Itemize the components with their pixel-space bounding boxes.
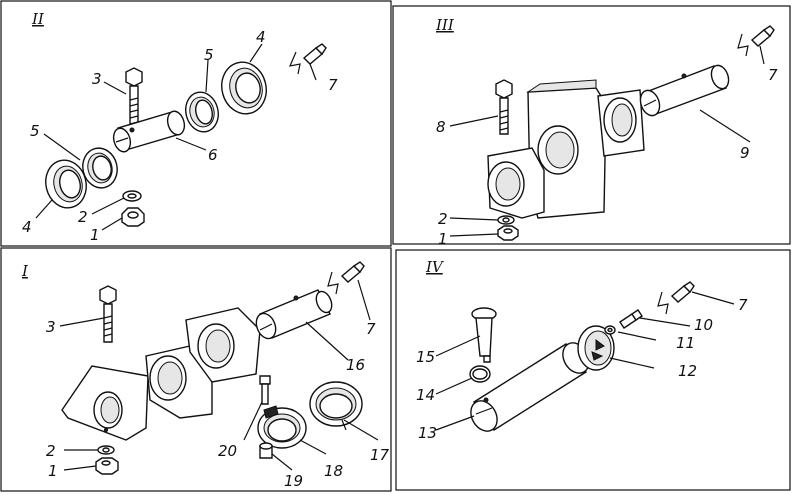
label-1: 1 xyxy=(48,462,58,480)
frame-panel-iii xyxy=(392,5,791,245)
label-7: 7 xyxy=(768,66,778,84)
washer xyxy=(604,325,616,335)
panel-i: I xyxy=(21,261,390,490)
label-2: 2 xyxy=(78,208,88,226)
label-12: 12 xyxy=(678,362,697,380)
pin xyxy=(112,110,186,153)
washer xyxy=(97,445,115,455)
nut xyxy=(121,207,145,227)
nut xyxy=(95,457,119,475)
panel-iv: IV xyxy=(416,258,748,442)
end-cap xyxy=(577,325,615,371)
panel-iii-leaders xyxy=(449,45,765,237)
panel-ii-numeral: II xyxy=(31,10,45,28)
panel-iii: III xyxy=(435,16,778,248)
label-4-right: 4 xyxy=(256,28,266,46)
label-17: 17 xyxy=(370,446,390,464)
label-5-left: 5 xyxy=(30,122,40,140)
panel-iv-leaders xyxy=(435,291,735,431)
label-8: 8 xyxy=(436,118,446,136)
frame-panel-iv xyxy=(395,249,791,491)
ring-left xyxy=(45,159,87,209)
bolt xyxy=(125,67,143,129)
bolt xyxy=(99,285,117,343)
bracket-rear xyxy=(597,89,645,157)
bolt xyxy=(471,307,497,363)
bracket-large xyxy=(61,365,149,441)
grease-fitting xyxy=(288,43,327,75)
split-ring xyxy=(309,381,363,431)
label-9: 9 xyxy=(740,144,750,162)
label-15: 15 xyxy=(416,348,435,366)
label-1: 1 xyxy=(438,230,448,248)
grease-fitting xyxy=(737,25,775,57)
label-19: 19 xyxy=(284,472,303,490)
small-bolt xyxy=(619,309,643,329)
panel-i-numeral: I xyxy=(21,262,29,280)
screw xyxy=(259,375,271,405)
bracket-small xyxy=(487,147,545,219)
label-2: 2 xyxy=(438,210,448,228)
panel-iv-numeral: IV xyxy=(425,258,445,276)
label-3: 3 xyxy=(46,318,56,336)
label-7: 7 xyxy=(328,76,338,94)
clamp xyxy=(257,405,307,449)
ring-right xyxy=(221,61,267,115)
roller xyxy=(259,442,273,459)
label-5-right: 5 xyxy=(204,46,214,64)
label-4-left: 4 xyxy=(22,218,32,236)
bolt xyxy=(495,79,513,135)
frame-panel-ii xyxy=(0,0,392,247)
label-20: 20 xyxy=(218,442,237,460)
label-1: 1 xyxy=(90,226,100,244)
nut xyxy=(497,225,519,241)
label-2: 2 xyxy=(46,442,56,460)
label-11: 11 xyxy=(676,334,695,352)
panel-ii-leaders xyxy=(35,43,317,231)
frame-panel-i xyxy=(0,247,392,492)
grease-fitting xyxy=(327,261,365,295)
bushing-left xyxy=(82,147,118,189)
label-10: 10 xyxy=(694,316,713,334)
label-14: 14 xyxy=(416,386,435,404)
label-6: 6 xyxy=(208,146,218,164)
grease-fitting xyxy=(657,281,695,315)
label-7: 7 xyxy=(738,296,748,314)
panel-iii-numeral: III xyxy=(435,16,455,34)
label-7: 7 xyxy=(366,320,376,338)
pin xyxy=(255,289,333,340)
snap-ring xyxy=(469,365,491,383)
bracket-large xyxy=(526,79,607,219)
bushing-right xyxy=(185,91,219,133)
panel-ii: II xyxy=(22,10,338,244)
label-3: 3 xyxy=(92,70,102,88)
bracket-rear xyxy=(185,307,261,383)
pin xyxy=(639,64,730,117)
washer xyxy=(497,215,515,225)
bracket-middle xyxy=(145,345,213,419)
washer xyxy=(122,190,142,202)
panel-i-leaders xyxy=(59,279,379,471)
label-16: 16 xyxy=(346,356,365,374)
label-13: 13 xyxy=(418,424,437,442)
label-18: 18 xyxy=(324,462,343,480)
